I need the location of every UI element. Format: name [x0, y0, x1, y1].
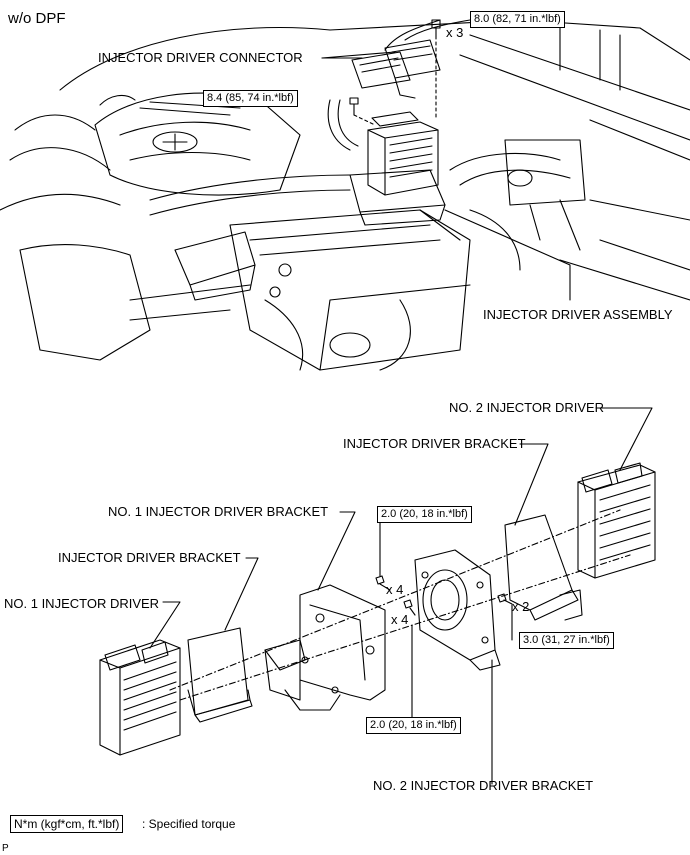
torque-c-count: x 2 — [512, 599, 530, 614]
engine-bay-illustration — [0, 19, 690, 371]
torque-unit-legend-box: N*m (kgf*cm, ft.*lbf) — [10, 815, 124, 833]
variant-title: w/o DPF — [8, 10, 66, 27]
torque-box-b: 2.0 (20, 18 in.*lbf) — [366, 717, 461, 734]
torque-b-count: x 4 — [391, 612, 409, 627]
injector-driver-connector-label: INJECTOR DRIVER CONNECTOR — [98, 50, 303, 65]
figure-code: P — [2, 843, 9, 854]
no2-injector-driver-label: NO. 2 INJECTOR DRIVER — [449, 400, 605, 415]
no2-injector-driver-bracket-label: NO. 2 INJECTOR DRIVER BRACKET — [373, 778, 594, 793]
injector-driver-bracket-upper-label: INJECTOR DRIVER BRACKET — [343, 436, 526, 451]
torque-box-mid: 8.4 (85, 74 in.*lbf) — [203, 90, 298, 107]
torque-box-c: 3.0 (31, 27 in.*lbf) — [519, 632, 614, 649]
torque-box-top: 8.0 (82, 71 in.*lbf) — [470, 11, 565, 28]
injector-driver-assembly-label: INJECTOR DRIVER ASSEMBLY — [483, 307, 673, 322]
injector-driver-bracket-lower-label: INJECTOR DRIVER BRACKET — [58, 550, 241, 565]
torque-top-count: x 3 — [446, 25, 464, 40]
no1-injector-driver-bracket-label: NO. 1 INJECTOR DRIVER BRACKET — [108, 504, 329, 519]
exploded-view-illustration — [99, 407, 656, 785]
no1-injector-driver-label: NO. 1 INJECTOR DRIVER — [4, 596, 160, 611]
torque-unit-legend-text: : Specified torque — [142, 817, 236, 831]
torque-box-a: 2.0 (20, 18 in.*lbf) — [377, 506, 472, 523]
torque-a-count: x 4 — [386, 582, 404, 597]
